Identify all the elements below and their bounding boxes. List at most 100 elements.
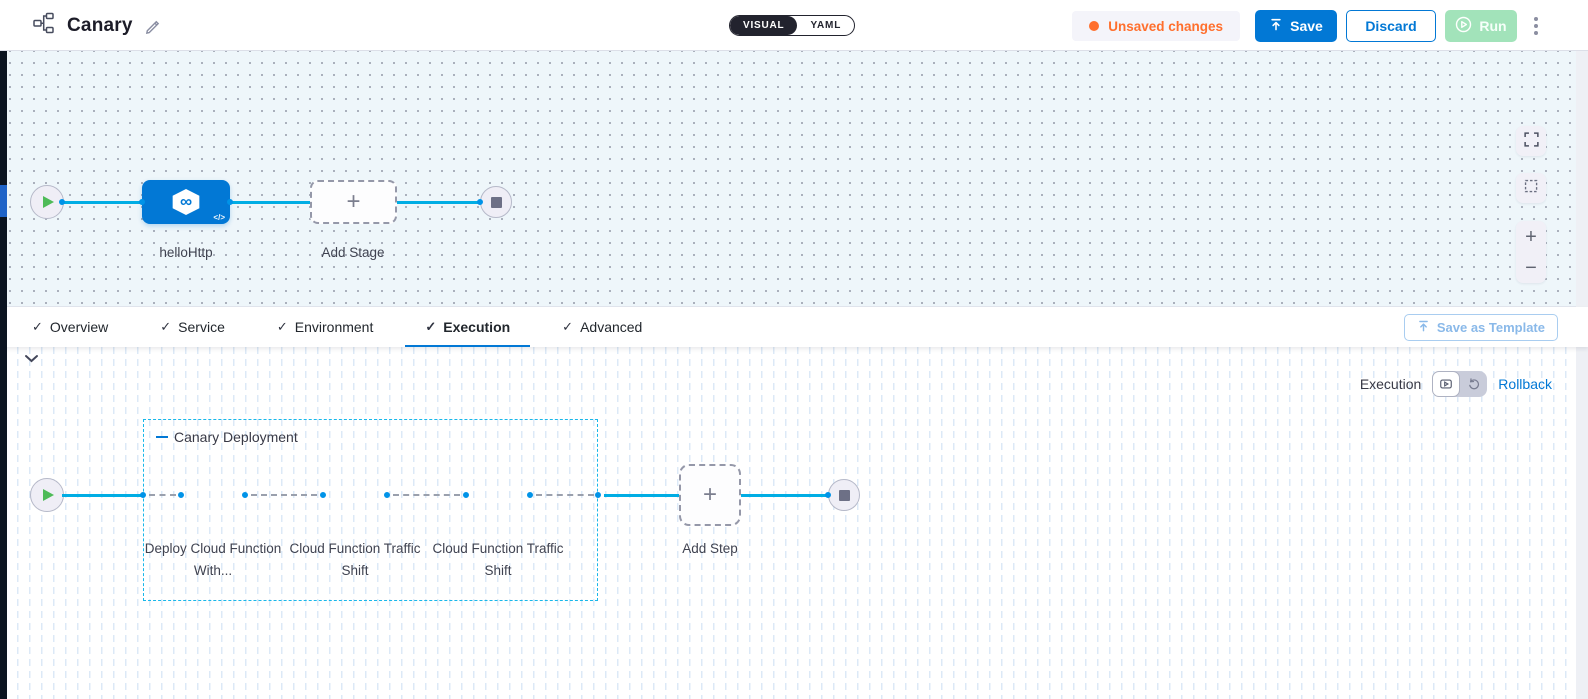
- connector-line: [230, 201, 310, 204]
- deploy-stage-icon: ∞: [172, 189, 200, 215]
- unsaved-changes-label: Unsaved changes: [1108, 18, 1223, 34]
- connector-line: [62, 494, 143, 497]
- pipeline-start-node: [30, 185, 64, 219]
- tab-label: Execution: [443, 319, 511, 335]
- group-collapse-icon[interactable]: [156, 435, 168, 439]
- more-options-kebab-icon[interactable]: [1528, 13, 1544, 39]
- unsaved-dot-icon: [1089, 21, 1100, 31]
- rollback-link[interactable]: Rollback: [1498, 376, 1552, 392]
- add-stage-button[interactable]: +: [310, 180, 397, 224]
- connector-line: [62, 201, 142, 204]
- visual-yaml-toggle: VISUAL YAML: [729, 15, 856, 36]
- connector-line: [741, 494, 828, 497]
- tab-label: Overview: [49, 319, 109, 335]
- tab-advanced[interactable]: ✓ Advanced: [562, 307, 642, 347]
- plus-icon: +: [702, 481, 717, 508]
- connector-dot[interactable]: [595, 492, 601, 498]
- execution-start-node: [30, 478, 64, 512]
- connector-dot[interactable]: [384, 492, 390, 498]
- run-button[interactable]: Run: [1445, 10, 1517, 42]
- toggle-visual[interactable]: VISUAL: [730, 16, 798, 35]
- fit-to-screen-button[interactable]: [1516, 126, 1546, 156]
- plus-icon: +: [346, 188, 361, 215]
- stop-icon: [490, 196, 502, 208]
- group-label: Canary Deployment: [174, 429, 298, 445]
- page-title: Canary: [67, 14, 133, 36]
- connector-dot[interactable]: [227, 199, 233, 205]
- stage-label: helloHttp: [159, 245, 213, 260]
- check-icon: ✓: [32, 319, 43, 334]
- connector-dot[interactable]: [463, 492, 469, 498]
- play-icon: [43, 489, 54, 501]
- upload-icon: [1417, 319, 1430, 336]
- connector-dot[interactable]: [139, 199, 145, 205]
- execution-mode-row: Execution Rollback: [1360, 371, 1552, 397]
- tab-label: Advanced: [580, 319, 643, 335]
- add-stage-label: Add Stage: [321, 245, 385, 260]
- pipeline-end-node: [480, 186, 512, 218]
- circle-play-icon: [1455, 16, 1472, 36]
- check-icon: ✓: [562, 319, 574, 334]
- edit-title-icon[interactable]: [144, 17, 161, 34]
- dashed-connector: [393, 494, 460, 496]
- rollback-view-toggle[interactable]: [1460, 371, 1487, 397]
- check-icon: ✓: [160, 319, 172, 334]
- code-icon: </>: [213, 213, 225, 222]
- stage-canvas[interactable]: ∞ </> helloHttp + Add Stage: [0, 51, 1588, 307]
- connector-dot[interactable]: [59, 199, 65, 205]
- connector-dot[interactable]: [825, 492, 831, 498]
- tab-label: Environment: [294, 319, 374, 335]
- add-step-button[interactable]: +: [679, 464, 741, 526]
- run-button-label: Run: [1479, 18, 1507, 34]
- execution-canvas[interactable]: Execution Rollback: [0, 347, 1588, 699]
- connector-dot[interactable]: [178, 492, 184, 498]
- fullscreen-icon: [1523, 131, 1540, 151]
- unsaved-changes-badge: Unsaved changes: [1072, 11, 1240, 41]
- execution-rollback-switch: [1432, 371, 1488, 397]
- stage-config-tabs: ✓ Overview ✓ Service ✓ Environment ✓ Exe…: [0, 307, 1588, 347]
- execution-end-node: [828, 479, 860, 511]
- connector-dot[interactable]: [242, 492, 248, 498]
- toggle-yaml[interactable]: YAML: [810, 20, 842, 31]
- zoom-out-button[interactable]: −: [1516, 252, 1546, 283]
- left-rail-accent: [0, 185, 7, 217]
- zoom-in-button[interactable]: +: [1516, 221, 1546, 252]
- tab-service[interactable]: ✓ Service: [160, 307, 225, 347]
- dashed-connector: [536, 494, 594, 496]
- step-label: Cloud Function Traffic Shift: [289, 541, 421, 578]
- add-step-label: Add Step: [682, 541, 738, 556]
- connector-line: [604, 494, 679, 497]
- marquee-icon: [1523, 178, 1540, 198]
- canary-deployment-group: Canary Deployment: [143, 419, 598, 601]
- play-icon: [43, 196, 54, 208]
- connector-dot[interactable]: [527, 492, 533, 498]
- check-icon: ✓: [276, 319, 288, 334]
- dashed-connector: [251, 494, 317, 496]
- zoom-controls: + −: [1516, 221, 1546, 283]
- discard-button[interactable]: Discard: [1346, 10, 1436, 42]
- connector-dot[interactable]: [477, 199, 483, 205]
- tab-environment[interactable]: ✓ Environment: [277, 307, 374, 347]
- stage-node-hellohttp[interactable]: ∞ </>: [142, 180, 230, 224]
- collapse-chevron-icon[interactable]: [24, 350, 39, 368]
- save-button[interactable]: Save: [1255, 10, 1337, 42]
- dashed-connector: [149, 494, 176, 496]
- tab-execution[interactable]: ✓ Execution: [405, 307, 530, 347]
- check-icon: ✓: [425, 319, 437, 334]
- tab-overview[interactable]: ✓ Overview: [32, 307, 108, 347]
- connector-dot[interactable]: [140, 492, 146, 498]
- step-label: Deploy Cloud Function With...: [144, 541, 282, 578]
- connector-dot[interactable]: [320, 492, 326, 498]
- stop-icon: [838, 489, 850, 501]
- upload-icon: [1269, 17, 1283, 35]
- execution-mode-label: Execution: [1359, 376, 1422, 392]
- save-as-template-button[interactable]: Save as Template: [1403, 314, 1558, 341]
- header: Canary VISUAL YAML Unsaved changes: [0, 0, 1588, 51]
- marquee-select-button[interactable]: [1516, 173, 1546, 203]
- execution-view-toggle[interactable]: [1432, 371, 1460, 397]
- collapsed-left-rail[interactable]: [0, 0, 7, 699]
- discard-button-label: Discard: [1365, 18, 1417, 34]
- save-button-label: Save: [1290, 18, 1323, 34]
- step-label: Cloud Function Traffic Shift: [432, 541, 564, 578]
